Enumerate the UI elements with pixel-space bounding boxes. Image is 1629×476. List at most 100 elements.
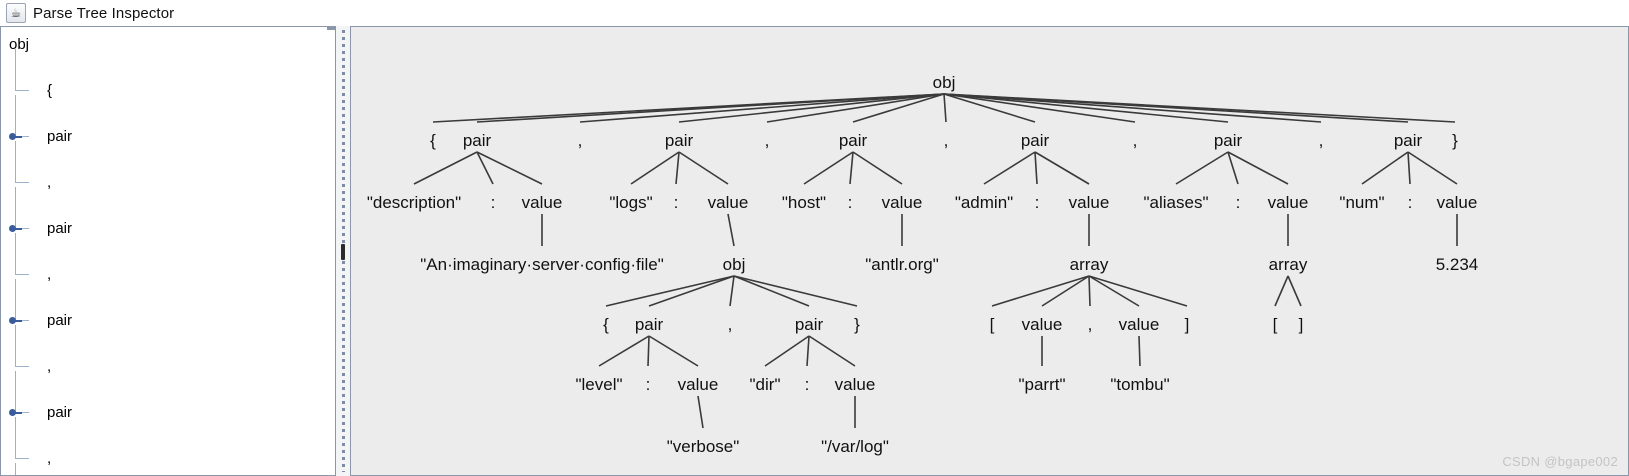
parse-tree-node[interactable]: : [1236, 193, 1241, 212]
parse-tree-node[interactable]: value [678, 375, 719, 394]
tree-connector-vertical [15, 371, 16, 412]
parse-tree-node[interactable]: , [728, 315, 733, 334]
parse-tree-node[interactable]: value [835, 375, 876, 394]
parse-tree-node[interactable]: pair [463, 131, 492, 150]
parse-tree-node[interactable]: "logs" [609, 193, 652, 212]
tree-item-pair[interactable]: pair [47, 312, 73, 329]
parse-tree-node[interactable]: obj [723, 255, 746, 274]
tree-connector-horizontal [15, 90, 29, 91]
parse-tree-node[interactable]: value [882, 193, 923, 212]
tree-item-token[interactable]: obj [9, 36, 30, 53]
tree-connector-vertical [15, 417, 16, 458]
parse-tree-node[interactable]: value [1069, 193, 1110, 212]
parse-tree-node[interactable]: pair [1394, 131, 1423, 150]
tree-edge [943, 93, 1036, 123]
tree-item-token[interactable]: , [47, 450, 52, 467]
parse-tree-node[interactable]: value [708, 193, 749, 212]
parse-tree-node[interactable]: array [1070, 255, 1109, 274]
parse-tree-node[interactable]: pair [839, 131, 868, 150]
tree-edge [733, 275, 810, 307]
parse-tree-node[interactable]: pair [665, 131, 694, 150]
parse-tree-node[interactable]: "parrt" [1018, 375, 1065, 394]
tree-edge [476, 151, 494, 185]
parse-tree-node[interactable]: value [1022, 315, 1063, 334]
parse-tree-node[interactable]: "description" [367, 193, 461, 212]
parse-tree-node[interactable]: "admin" [955, 193, 1013, 212]
parse-tree-node[interactable]: : [848, 193, 853, 212]
parse-tree-node[interactable]: } [1452, 131, 1458, 150]
parse-tree-node[interactable]: : [805, 375, 810, 394]
parse-tree-node[interactable]: ] [1185, 315, 1190, 334]
parse-tree-node[interactable]: "num" [1339, 193, 1384, 212]
tree-edge [1361, 151, 1409, 185]
tree-edge [579, 93, 945, 123]
tree-item-pair[interactable]: pair [47, 128, 73, 145]
parse-tree-node[interactable]: } [854, 315, 860, 334]
parse-tree-node[interactable]: "host" [782, 193, 826, 212]
parse-tree-node[interactable]: pair [1021, 131, 1050, 150]
parse-tree-node[interactable]: : [674, 193, 679, 212]
parse-tree-node[interactable]: [ [990, 315, 995, 334]
expand-handle-icon[interactable] [9, 224, 22, 233]
expand-handle-icon[interactable] [9, 316, 22, 325]
parse-tree-node[interactable]: "level" [575, 375, 622, 394]
parse-tree-node[interactable]: pair [1214, 131, 1243, 150]
tree-edge [849, 151, 854, 185]
tree-edge [943, 93, 1456, 123]
tree-connector-horizontal [15, 458, 29, 459]
parse-tree-node[interactable]: , [1319, 131, 1324, 150]
parse-tree-node[interactable]: : [1035, 193, 1040, 212]
parse-tree-node[interactable]: "An·imaginary·server·config·file" [420, 255, 664, 274]
tree-edge [678, 151, 729, 185]
parse-tree-node[interactable]: value [1119, 315, 1160, 334]
parse-tree-node[interactable]: "antlr.org" [865, 255, 939, 274]
parse-tree-node[interactable]: : [646, 375, 651, 394]
split-pane-divider[interactable] [335, 26, 351, 476]
parse-tree-node[interactable]: "dir" [750, 375, 781, 394]
parse-tree-node[interactable]: ] [1299, 315, 1304, 334]
parse-tree-node[interactable]: , [1088, 315, 1093, 334]
parse-tree-node[interactable]: array [1269, 255, 1308, 274]
parse-tree-node[interactable]: pair [795, 315, 824, 334]
tree-item-token[interactable]: , [47, 358, 52, 375]
tree-item-token[interactable]: , [47, 266, 52, 283]
watermark: CSDN @bgape002 [1502, 454, 1618, 469]
tree-item-token[interactable]: { [47, 82, 53, 99]
parse-tree-node[interactable]: , [944, 131, 949, 150]
tree-item-token[interactable]: , [47, 174, 52, 191]
tree-edge [806, 335, 810, 367]
parse-tree-node[interactable]: value [1268, 193, 1309, 212]
parse-tree-node[interactable]: { [430, 131, 436, 150]
parse-tree-node[interactable]: pair [635, 315, 664, 334]
parse-tree-node[interactable]: { [603, 315, 609, 334]
divider-grip[interactable] [341, 244, 345, 260]
parse-tree-node[interactable]: "verbose" [667, 437, 740, 456]
tree-edge [1274, 275, 1289, 307]
parse-tree-node[interactable]: : [491, 193, 496, 212]
tree-item-pair[interactable]: pair [47, 404, 73, 421]
parse-tree-node[interactable]: "tombu" [1110, 375, 1169, 394]
expand-handle-icon[interactable] [9, 132, 22, 141]
parse-tree-node[interactable]: obj [933, 73, 956, 92]
parse-tree-node[interactable]: : [1408, 193, 1413, 212]
tree-item-pair[interactable]: pair [47, 220, 73, 237]
parse-tree-node[interactable]: "aliases" [1144, 193, 1209, 212]
expand-handle-icon[interactable] [9, 408, 22, 417]
parse-tree-node[interactable]: 5.234 [1436, 255, 1479, 274]
parse-tree-node[interactable]: value [522, 193, 563, 212]
tree-edge [1227, 151, 1289, 185]
tree-edge [852, 151, 903, 185]
parse-tree-node[interactable]: "/var/log" [821, 437, 889, 456]
parse-tree-node[interactable]: , [578, 131, 583, 150]
tree-edge [1287, 275, 1302, 307]
parse-tree-canvas[interactable]: obj { pair, pair, pair, pair, pair, pair} "descr… [351, 26, 1629, 476]
parse-tree-node[interactable]: , [765, 131, 770, 150]
tree-edge [1138, 335, 1141, 367]
tree-edge [1407, 151, 1411, 185]
parse-tree-node[interactable]: , [1133, 131, 1138, 150]
tree-edge [605, 275, 735, 307]
parse-tree-node[interactable]: [ [1273, 315, 1278, 334]
outline-tree-panel[interactable]: obj{pair,pair,pair,pair,pair,pair} [0, 26, 335, 476]
parse-tree-node[interactable]: value [1437, 193, 1478, 212]
tree-edge [630, 151, 680, 185]
